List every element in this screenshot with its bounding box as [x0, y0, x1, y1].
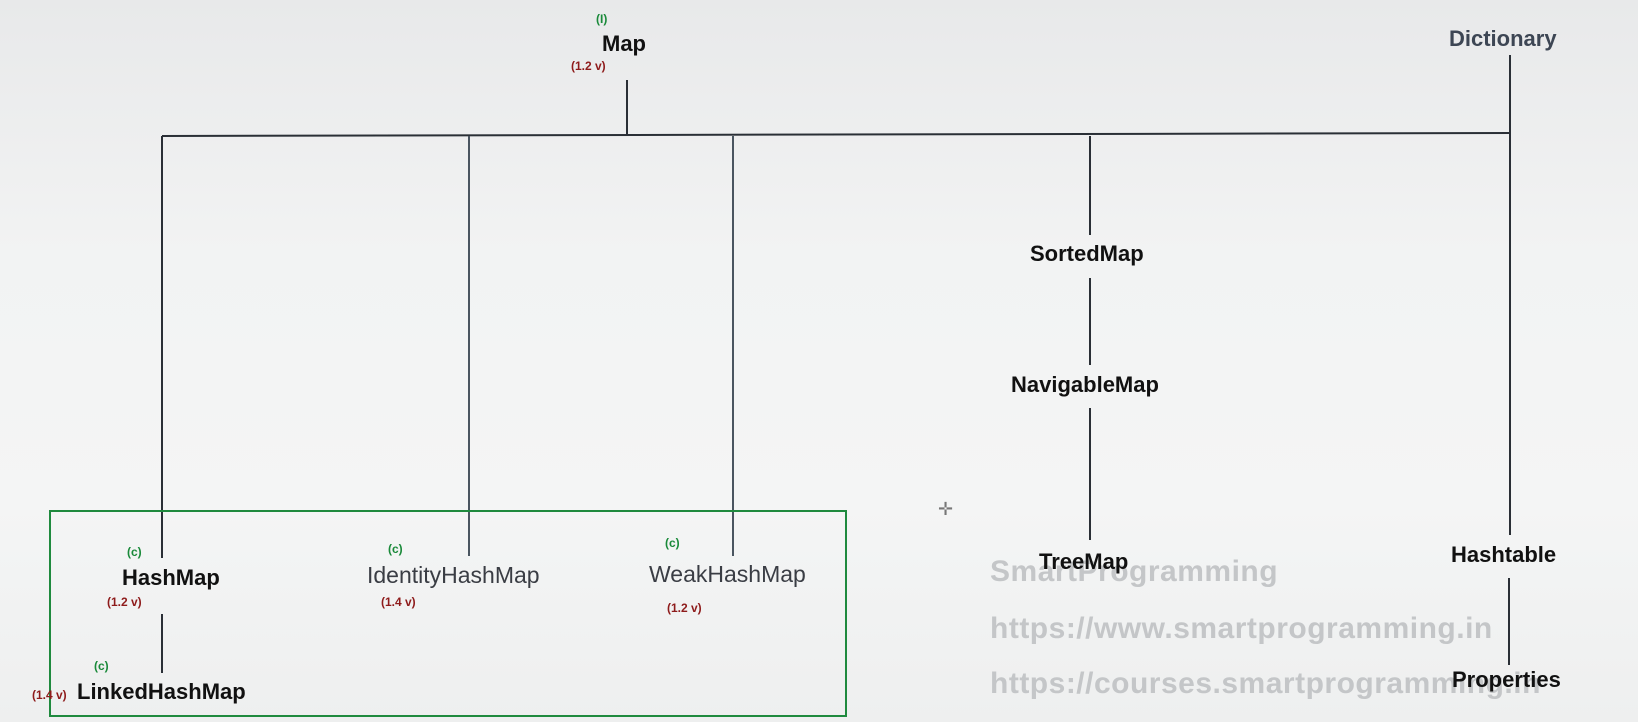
hashmap-label: HashMap: [122, 565, 220, 590]
hashmap-type-tag: (c): [127, 545, 142, 559]
identityhashmap-type-tag: (c): [388, 542, 403, 556]
crosshair-cursor-icon: ✛: [938, 499, 954, 519]
weakhashmap-type-tag: (c): [665, 536, 680, 550]
hashtable-label: Hashtable: [1451, 542, 1557, 567]
horizontal-bus: [161, 132, 1511, 137]
properties-label: Properties: [1452, 667, 1561, 692]
identityhashmap-label: IdentityHashMap: [367, 562, 540, 588]
identityhashmap-version: (1.4 v): [381, 595, 416, 609]
linkedhashmap-label: LinkedHashMap: [77, 679, 246, 704]
weakhashmap-version: (1.2 v): [667, 601, 702, 615]
treemap-label: TreeMap: [1039, 549, 1129, 574]
linkedhashmap-type-tag: (c): [94, 659, 109, 673]
hashmap-version: (1.2 v): [107, 595, 142, 609]
linkedhashmap-version: (1.4 v): [32, 688, 67, 702]
map-type-tag: (I): [596, 12, 608, 26]
map-version: (1.2 v): [571, 59, 606, 73]
watermark-line-2: https://www.smartprogramming.in: [990, 612, 1493, 645]
sortedmap-label: SortedMap: [1030, 241, 1144, 266]
map-label: Map: [602, 31, 646, 56]
weakhashmap-label: WeakHashMap: [649, 561, 806, 587]
watermark-line-1: SmartProgramming: [990, 555, 1279, 588]
watermark-line-3: https://courses.smartprogramming.in: [990, 667, 1541, 700]
hash-classes-box: [49, 510, 847, 717]
dictionary-label: Dictionary: [1449, 26, 1557, 51]
navigablemap-label: NavigableMap: [1011, 372, 1159, 397]
